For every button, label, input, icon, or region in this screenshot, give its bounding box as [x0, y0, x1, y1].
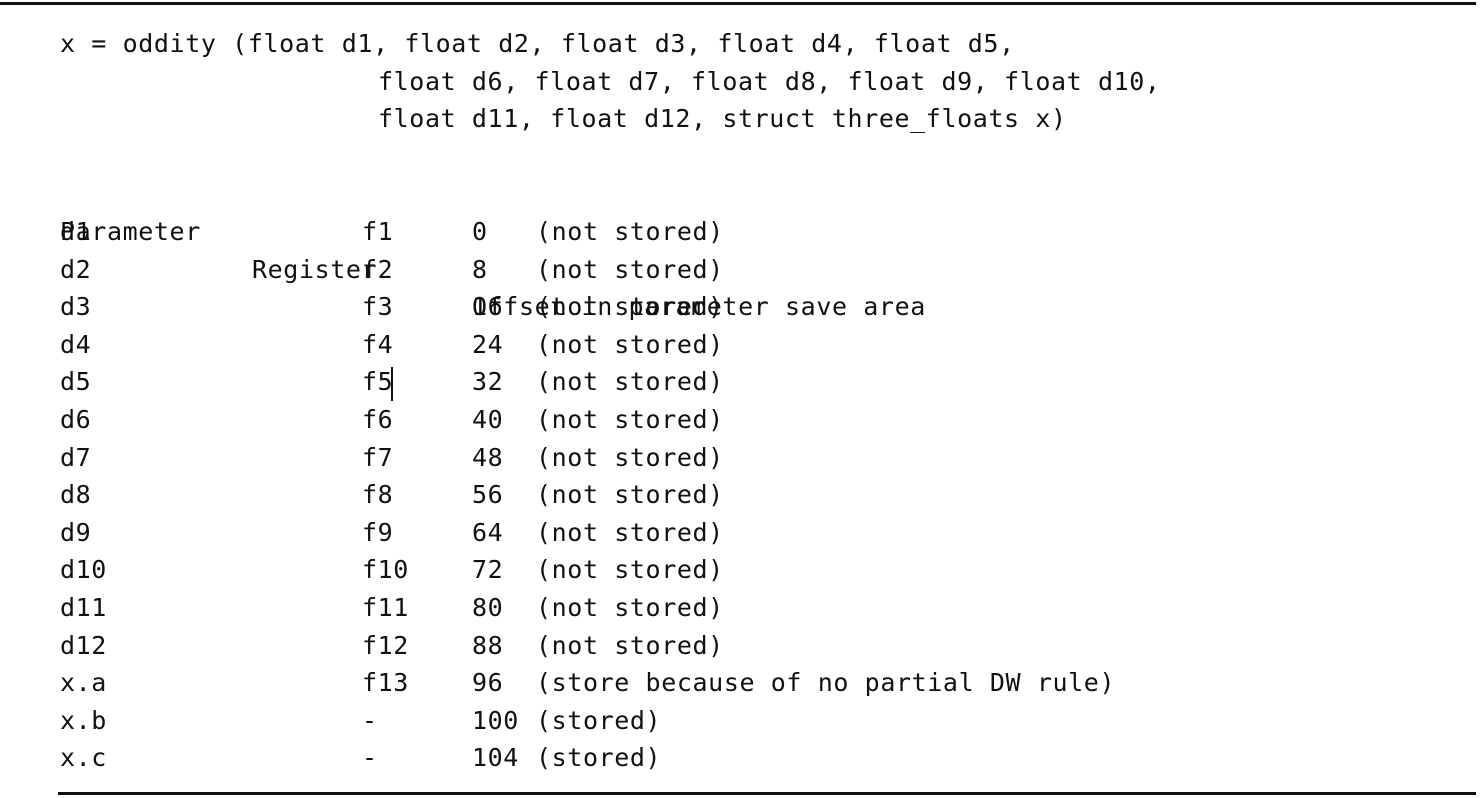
table-row: x.a f13 96 (store because of no partial DW … [60, 664, 1460, 702]
cell-parameter: d8 [60, 480, 92, 510]
signature-line-3: float d11, float d12, struct three_float… [378, 104, 1067, 134]
table-row: d9 f9 64 (not stored) [60, 514, 1460, 552]
cell-offset: 8 [472, 254, 488, 284]
table-row: d12 f12 88 (not stored) [60, 627, 1460, 665]
cell-parameter: d9 [60, 517, 92, 547]
cell-offset: 24 [472, 329, 504, 359]
table-header-row: Parameter Register Offset in parameter s… [60, 175, 1460, 321]
cell-register: f11 [362, 592, 409, 622]
cell-note: (not stored) [536, 555, 724, 585]
code-listing: x = oddity (float d1, float d2, float d3… [60, 25, 1460, 777]
cell-register: f1 [362, 216, 394, 246]
cell-register: f2 [362, 254, 394, 284]
cell-note: (not stored) [536, 329, 724, 359]
header-offset: Offset in parameter save area [472, 292, 926, 322]
cell-parameter: d12 [60, 630, 107, 660]
cell-parameter: d11 [60, 592, 107, 622]
cell-parameter: d1 [60, 216, 92, 246]
header-register: Register [252, 254, 378, 284]
cell-register: f8 [362, 480, 394, 510]
cell-parameter: d7 [60, 442, 92, 472]
cell-offset: 104 [472, 743, 519, 773]
cell-offset: 16 [472, 292, 504, 322]
cell-register: f7 [362, 442, 394, 472]
cell-offset: 72 [472, 555, 504, 585]
cell-offset: 96 [472, 668, 504, 698]
cell-note: (not stored) [536, 442, 724, 472]
cell-note: (not stored) [536, 592, 724, 622]
header-parameter: Parameter [60, 216, 201, 246]
cell-offset: 64 [472, 517, 504, 547]
table-row: d8 f8 56 (not stored) [60, 476, 1460, 514]
cell-note: (not stored) [536, 480, 724, 510]
cell-note: (stored) [536, 705, 662, 735]
cell-parameter: d4 [60, 329, 92, 359]
cell-offset: 48 [472, 442, 504, 472]
cell-offset: 0 [472, 216, 488, 246]
cell-offset: 80 [472, 592, 504, 622]
cell-note: (not stored) [536, 254, 724, 284]
cell-register: f3 [362, 292, 394, 322]
cell-register: f5 [362, 367, 394, 397]
bottom-rule [58, 792, 1476, 795]
text-cursor [391, 367, 393, 401]
cell-note: (not stored) [536, 367, 724, 397]
cell-parameter: x.b [60, 705, 107, 735]
table-row: d6 f6 40 (not stored) [60, 401, 1460, 439]
cell-parameter: d2 [60, 254, 92, 284]
cell-register: f4 [362, 329, 394, 359]
table-row: d4 f4 24 (not stored) [60, 326, 1460, 364]
signature-line-1: x = oddity (float d1, float d2, float d3… [60, 29, 1015, 58]
table-row: x.b - 100 (stored) [60, 702, 1460, 740]
cell-offset: 100 [472, 705, 519, 735]
cell-note: (not stored) [536, 630, 724, 660]
cell-note: (not stored) [536, 404, 724, 434]
cell-register: f13 [362, 668, 409, 698]
cell-offset: 88 [472, 630, 504, 660]
cell-note: (not stored) [536, 517, 724, 547]
cell-parameter: x.a [60, 668, 107, 698]
table-row: d1 f1 0 (not stored) [60, 213, 1460, 251]
cell-register: f9 [362, 517, 394, 547]
cell-note: (stored) [536, 743, 662, 773]
cell-parameter: d10 [60, 555, 107, 585]
cell-register: f12 [362, 630, 409, 660]
top-rule [0, 2, 1476, 5]
table-row: d11 f11 80 (not stored) [60, 589, 1460, 627]
cell-parameter: d5 [60, 367, 92, 397]
cell-register: - [362, 705, 378, 735]
cell-parameter: x.c [60, 743, 107, 773]
blank-line [60, 138, 1460, 176]
table-row: x.c - 104 (stored) [60, 739, 1460, 777]
cell-parameter: d6 [60, 404, 92, 434]
cell-note: (not stored) [536, 216, 724, 246]
cell-offset: 40 [472, 404, 504, 434]
cell-register: f6 [362, 404, 394, 434]
table-row: d2 f2 8 (not stored) [60, 251, 1460, 289]
cell-parameter: d3 [60, 292, 92, 322]
cell-register: - [362, 743, 378, 773]
table-row: d10 f10 72 (not stored) [60, 551, 1460, 589]
table-row: d5 f5 32 (not stored) [60, 363, 1460, 401]
cell-offset: 32 [472, 367, 504, 397]
table-row: d3 f3 16 (not stored) [60, 288, 1460, 326]
cell-offset: 56 [472, 480, 504, 510]
cell-note: (not stored) [536, 292, 724, 322]
signature-line-2: float d6, float d7, float d8, float d9, … [378, 66, 1161, 96]
cell-register: f10 [362, 555, 409, 585]
table-row: d7 f7 48 (not stored) [60, 439, 1460, 477]
cell-note: (store because of no partial DW rule) [536, 668, 1116, 698]
